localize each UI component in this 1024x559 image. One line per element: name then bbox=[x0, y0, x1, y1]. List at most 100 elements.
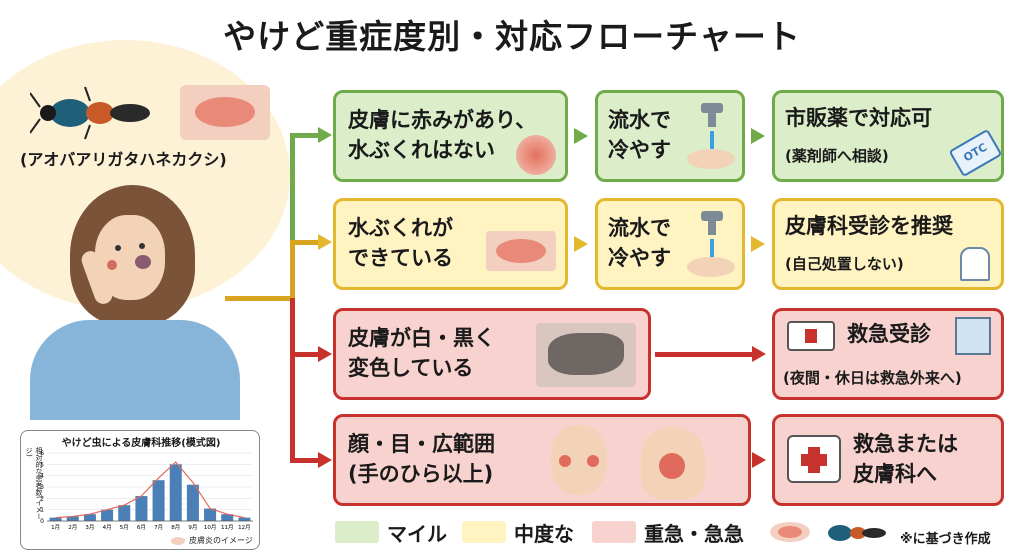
doctor-icon bbox=[960, 247, 990, 281]
chart-ytick-label: 1 bbox=[40, 507, 44, 514]
branch-row3 bbox=[290, 352, 320, 357]
faucet-icon bbox=[687, 211, 735, 277]
row2-condition-box: 水ぶくれが できている bbox=[333, 198, 568, 290]
legend-swatch-severe bbox=[592, 521, 636, 543]
chart-bar bbox=[66, 516, 79, 521]
legend-swatch-mild bbox=[335, 521, 379, 543]
chart-bar bbox=[49, 517, 62, 521]
legend-blister-icon bbox=[770, 522, 810, 542]
legend-beetle-icon bbox=[828, 525, 886, 541]
arrow-row3 bbox=[318, 346, 332, 362]
main-connector bbox=[225, 296, 295, 301]
chart-ytick-label: 0 bbox=[40, 518, 44, 525]
chart-xtick-label: 2月 bbox=[68, 524, 77, 531]
legend-swatch-moderate bbox=[462, 521, 506, 543]
chart-bar bbox=[118, 505, 131, 521]
insect-name-label: (アオバアリガタハネカクシ) bbox=[20, 150, 227, 169]
chart-xtick-label: 12月 bbox=[238, 524, 251, 531]
row3-action-sub: (夜間・休日は救急外来へ) bbox=[783, 369, 962, 387]
seasonal-chart: やけど虫による皮膚科推移(模式図) 相対的な患者数(イメージ) 0 1 2 3 4 5 6 1… bbox=[20, 430, 260, 550]
face-icon bbox=[551, 425, 607, 495]
row4-arrow bbox=[752, 452, 766, 468]
chart-title: やけど虫による皮膚科推移(模式図) bbox=[61, 438, 221, 449]
row4-condition-box: 顔・目・広範囲 (手のひら以上) bbox=[333, 414, 751, 506]
chart-xtick-label: 10月 bbox=[204, 524, 217, 531]
trunk-green bbox=[290, 135, 295, 300]
ointment-icon: OTC bbox=[948, 128, 1003, 178]
chart-bar bbox=[152, 480, 165, 521]
chart-ytick-label: 6 bbox=[40, 450, 44, 457]
branch-row2 bbox=[290, 240, 320, 245]
arrow-row1 bbox=[318, 127, 332, 143]
legend-label-mild: マイル bbox=[387, 522, 447, 546]
chart-bar bbox=[135, 496, 148, 521]
chart-bar bbox=[204, 508, 217, 521]
trunk-red bbox=[290, 298, 295, 460]
faucet-icon bbox=[687, 103, 735, 169]
necrosis-image bbox=[536, 323, 636, 387]
row1-action-sub: (薬剤師へ相談) bbox=[785, 147, 889, 165]
row2-step-text: 流水で 冷やす bbox=[608, 216, 671, 270]
chart-bar bbox=[101, 509, 114, 521]
chart-legend-swatch bbox=[171, 537, 185, 545]
chart-ytick-label: 2 bbox=[40, 495, 44, 502]
row1-arrow-a bbox=[574, 128, 588, 144]
chart-trend-line bbox=[55, 461, 245, 519]
hospital-icon bbox=[955, 317, 991, 355]
footnote: ※に基づき作成 bbox=[900, 532, 991, 547]
redness-icon bbox=[516, 135, 556, 175]
chart-bar bbox=[238, 517, 251, 521]
row1-condition-text: 皮膚に赤みがあり、 水ぶくれはない bbox=[348, 108, 537, 162]
row4-action-text: 救急または 皮膚科へ bbox=[853, 432, 958, 486]
chart-legend-label: 皮膚炎のイメージ bbox=[189, 536, 253, 545]
row2-arrow-a bbox=[574, 236, 588, 252]
chart-xtick-label: 11月 bbox=[221, 524, 234, 531]
row3-connector bbox=[655, 352, 755, 357]
row1-step-box: 流水で 冷やす bbox=[595, 90, 745, 182]
branch-row4 bbox=[290, 458, 320, 463]
legend-label-severe: 重急・急急 bbox=[644, 522, 744, 546]
blister-image bbox=[180, 85, 270, 140]
ambulance-icon bbox=[787, 321, 835, 351]
chart-xtick-label: 4月 bbox=[103, 524, 112, 531]
chart-ylabel: 相対的な患者数(イメージ) bbox=[25, 447, 43, 520]
row1-step-text: 流水で 冷やす bbox=[608, 108, 671, 162]
chart-bar bbox=[221, 514, 234, 521]
blister-icon bbox=[486, 231, 556, 271]
row1-arrow-b bbox=[751, 128, 765, 144]
row3-condition-text: 皮膚が白・黒く 変色している bbox=[348, 326, 495, 380]
first-aid-kit-icon bbox=[787, 435, 841, 483]
chart-ytick-label: 5 bbox=[40, 461, 44, 468]
arrow-row2 bbox=[318, 234, 332, 250]
chart-xtick-label: 8月 bbox=[171, 524, 180, 531]
person-body bbox=[30, 320, 240, 420]
row1-action-text: 市販薬で対応可 bbox=[785, 106, 932, 130]
chart-ytick-label: 3 bbox=[40, 484, 44, 491]
row3-arrow bbox=[752, 346, 766, 362]
palm-icon bbox=[641, 427, 705, 499]
row3-condition-box: 皮膚が白・黒く 変色している bbox=[333, 308, 651, 400]
row2-condition-text: 水ぶくれが できている bbox=[348, 216, 453, 270]
row2-arrow-b bbox=[751, 236, 765, 252]
row2-action-text: 皮膚科受診を推奨 bbox=[785, 214, 953, 238]
chart-xtick-label: 3月 bbox=[85, 524, 94, 531]
arrow-row4 bbox=[318, 452, 332, 468]
row2-action-box: 皮膚科受診を推奨 (自己処置しない) bbox=[772, 198, 1004, 290]
row3-action-text: 救急受診 bbox=[847, 322, 931, 346]
row2-action-sub: (自己処置しない) bbox=[785, 255, 904, 273]
chart-ytick-label: 4 bbox=[40, 473, 44, 480]
branch-row1 bbox=[290, 133, 320, 138]
chart-xtick-label: 9月 bbox=[188, 524, 197, 531]
page-title: やけど重症度別・対応フローチャート bbox=[223, 17, 801, 56]
trunk-yellow bbox=[290, 240, 295, 300]
chart-bar bbox=[186, 484, 199, 521]
row4-condition-text: 顔・目・広範囲 (手のひら以上) bbox=[348, 432, 495, 486]
chart-xtick-label: 1月 bbox=[51, 524, 60, 531]
legend-label-moderate: 中度な bbox=[514, 522, 574, 546]
row3-action-box: 救急受診 (夜間・休日は救急外来へ) bbox=[772, 308, 1004, 400]
chart-xtick-label: 6月 bbox=[137, 524, 146, 531]
row2-step-box: 流水で 冷やす bbox=[595, 198, 745, 290]
chart-bar bbox=[83, 514, 96, 521]
chart-bar bbox=[169, 464, 182, 521]
